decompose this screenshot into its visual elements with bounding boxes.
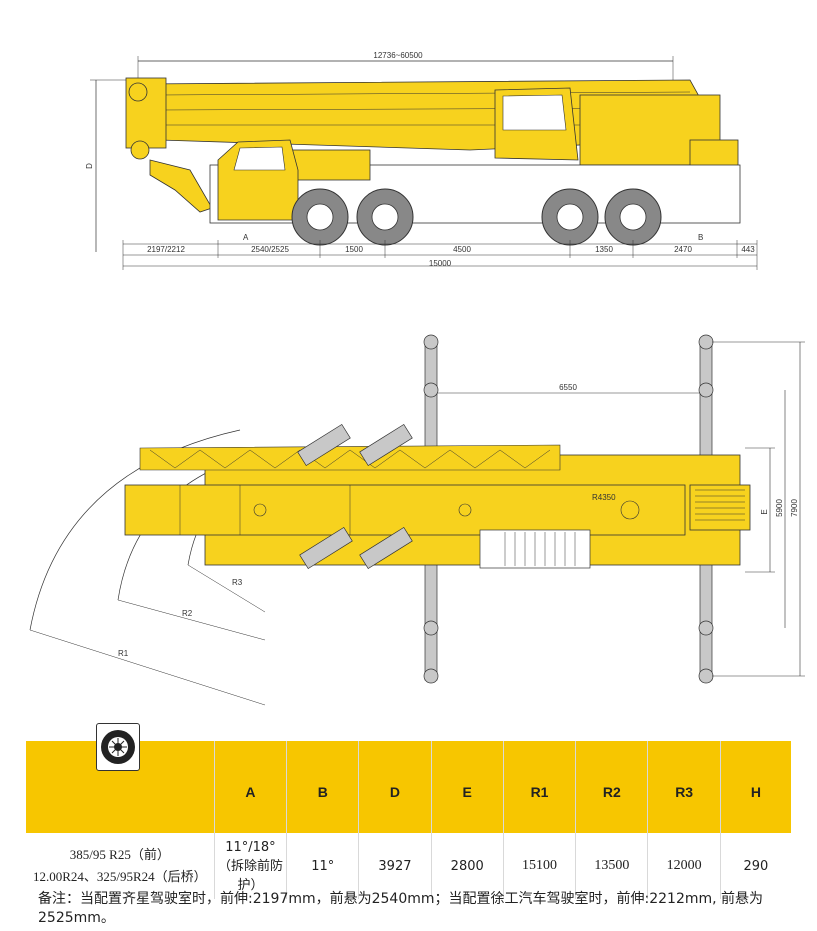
side-view: 12736~60500 D [85,51,758,270]
footnote: 备注：当配置齐星驾驶室时，前伸:2197mm，前悬为2540mm；当配置徐工汽车… [38,891,764,926]
r2-label: R2 [182,609,193,618]
header-e: E [431,741,504,833]
width-e-label: E [760,509,769,514]
spec-table: A B D E R1 R2 R3 H 385/95 R25（前） 12.00R2… [26,741,791,899]
header-r1: R1 [503,741,577,833]
dim-rear: 443 [741,245,755,254]
width-5900-label: 5900 [775,499,784,517]
header-b: B [286,741,360,833]
top-view: R1 R2 R3 6550 R4350 [29,334,805,706]
value-e: 2800 [431,833,504,899]
boom-length-dim: 12736~60500 [373,51,423,60]
tyre-spec: 385/95 R25（前） 12.00R24、325/95R24（后桥） [26,833,215,899]
header-d: D [358,741,432,833]
dim-seg1: 2540/2525 [251,245,289,254]
angle-a-label: A [243,233,249,242]
header-a: A [214,741,288,833]
wheel-group [291,188,662,246]
height-d-label: D [85,163,94,169]
value-r1: 15100 [503,833,577,899]
dim-total-length: 15000 [429,259,452,268]
value-r3: 12000 [647,833,721,899]
table-row: 385/95 R25（前） 12.00R24、325/95R24（后桥） 11°… [26,833,791,899]
tire-icon [96,723,140,771]
tyre-rear: 12.00R24、325/95R24（后桥） [32,869,207,884]
header-h: H [720,741,791,833]
tyre-front: 385/95 R25（前） [69,847,170,862]
width-7900-label: 7900 [790,499,799,517]
dim-seg3: 4500 [453,245,471,254]
header-r3: R3 [647,741,721,833]
value-b: 11° [286,833,360,899]
dim-seg2: 1500 [345,245,363,254]
dim-front-overhang: 2197/2212 [147,245,185,254]
header-r2: R2 [575,741,649,833]
value-a: 11°/18°（拆除前防护） [214,833,288,899]
r1-label: R1 [118,649,129,658]
value-r2: 13500 [575,833,649,899]
outrigger-span-dim: 6550 [559,383,577,392]
dim-seg4: 1350 [595,245,613,254]
r3-label: R3 [232,578,243,587]
swing-radius-label: R4350 [592,493,616,502]
crane-drawing: 12736~60500 D [29,51,805,706]
dim-seg5: 2470 [674,245,692,254]
value-h: 290 [743,858,769,874]
spec-table-header: A B D E R1 R2 R3 H [26,741,791,833]
angle-b-label: B [698,233,703,242]
value-d: 3927 [358,833,432,899]
